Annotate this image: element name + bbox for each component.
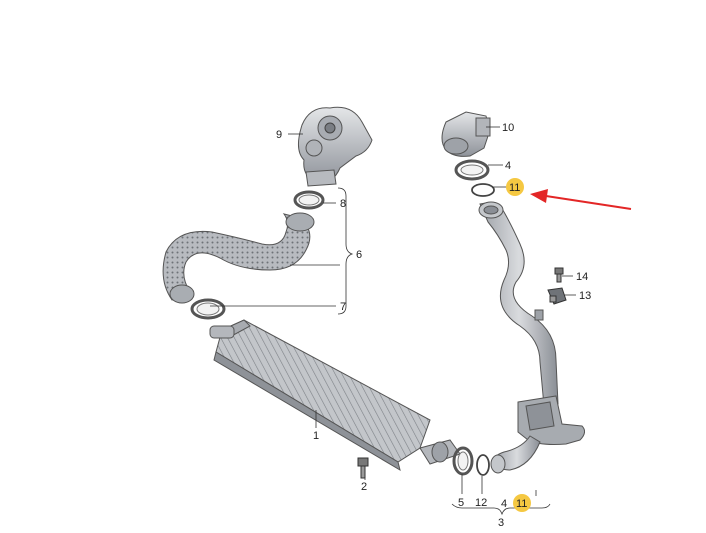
callout-14: 14 bbox=[576, 271, 588, 283]
connection-piece-10 bbox=[441, 111, 491, 157]
callout-13: 13 bbox=[579, 290, 591, 302]
callout-11-top: 11 bbox=[509, 182, 520, 194]
hose-clamp-7 bbox=[190, 298, 226, 320]
callout-8: 8 bbox=[340, 198, 346, 210]
callout-10: 10 bbox=[502, 122, 514, 134]
highlight-badge-bottom bbox=[513, 494, 531, 512]
leader-lines bbox=[210, 126, 576, 516]
callout-11-bottom: 11 bbox=[516, 498, 527, 510]
callout-7: 7 bbox=[340, 301, 346, 313]
o-ring-11 bbox=[471, 183, 495, 197]
callout-4-bottom: 4 bbox=[501, 498, 507, 510]
callout-6: 6 bbox=[356, 249, 362, 261]
o-ring-12 bbox=[476, 454, 490, 476]
callout-3: 3 bbox=[498, 517, 504, 529]
red-pointer-arrow bbox=[530, 189, 632, 210]
turbocharger bbox=[298, 106, 373, 187]
bolt-14 bbox=[554, 267, 564, 283]
hose-clamp-8 bbox=[293, 190, 325, 210]
callout-9: 9 bbox=[276, 129, 282, 141]
intercooler bbox=[209, 319, 461, 472]
hose-clamp-4 bbox=[454, 159, 490, 181]
charge-air-hose bbox=[162, 212, 315, 304]
sensor-13 bbox=[547, 287, 567, 305]
callout-12: 12 bbox=[475, 497, 487, 509]
callout-4-top: 4 bbox=[505, 160, 511, 172]
callout-1: 1 bbox=[313, 430, 319, 442]
charge-air-pipe bbox=[478, 201, 586, 474]
highlight-badge-top bbox=[506, 178, 524, 196]
callout-5: 5 bbox=[458, 497, 464, 509]
bolt-2 bbox=[357, 457, 369, 479]
callout-2: 2 bbox=[361, 481, 367, 493]
hose-clamp-5 bbox=[452, 446, 474, 476]
